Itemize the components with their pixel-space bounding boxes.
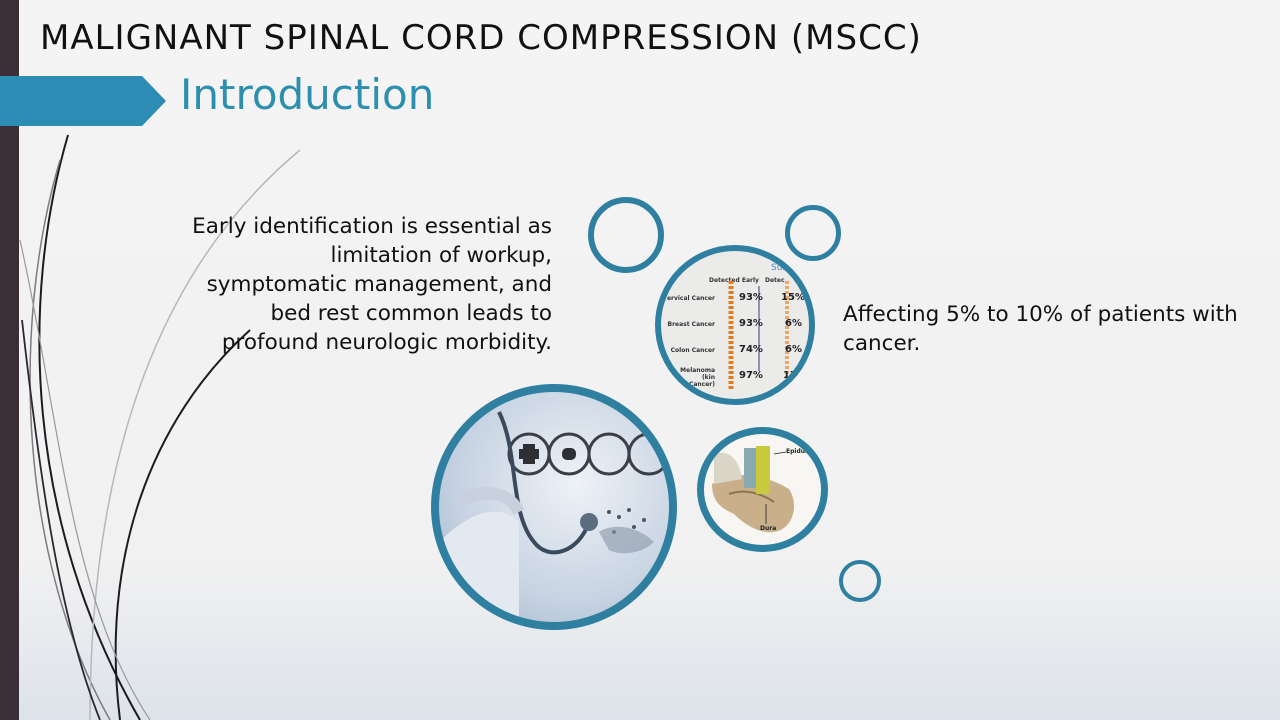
spine-label-epidural: Epidural sp xyxy=(786,448,825,455)
stats-row: Colon Cancer 74% 6% xyxy=(661,341,809,361)
stats-row-name: Melanoma (kin Cancer) xyxy=(680,367,715,388)
stats-row-name: Breast Cancer xyxy=(667,321,716,328)
section-arrow xyxy=(0,76,166,126)
spine-label-dura: Dura xyxy=(760,525,777,532)
stats-row-name: ervical Cancer xyxy=(666,295,715,302)
left-accent-bar xyxy=(0,0,19,720)
stats-row: Breast Cancer 93% 6% xyxy=(661,315,809,335)
slide-subtitle: Introduction xyxy=(180,70,435,119)
stats-row-late: 6% xyxy=(785,318,802,329)
survival-stats-image: Surviva Detected Early Detec ervical Can… xyxy=(655,245,815,405)
stats-row-early: 97% xyxy=(739,370,763,381)
slide-title: MALIGNANT SPINAL CORD COMPRESSION (MSCC) xyxy=(40,18,922,58)
stats-row: ervical Cancer 93% 15% xyxy=(661,289,809,309)
medical-technology-image xyxy=(431,384,677,630)
stats-row-early: 93% xyxy=(739,318,763,329)
stats-title: Surviva xyxy=(771,263,805,273)
spine-anatomy-image: Epidural sp Dura xyxy=(697,427,828,552)
decor-ring-small xyxy=(839,560,881,602)
stats-row: Melanoma (kin Cancer) 97% 17% xyxy=(661,365,809,388)
decor-ring-large xyxy=(588,197,664,273)
stats-row-late: 6% xyxy=(785,344,802,355)
decorative-curves xyxy=(19,134,301,720)
stats-row-name: Colon Cancer xyxy=(670,347,715,354)
left-text-block: Early identification is essential as lim… xyxy=(192,214,552,355)
right-text-block: Affecting 5% to 10% of patients with can… xyxy=(843,302,1238,356)
stats-col-early: Detected Early xyxy=(709,277,759,284)
stats-bars xyxy=(728,281,789,391)
stats-col-late: Detec xyxy=(765,277,785,284)
stats-row-early: 74% xyxy=(739,344,763,355)
decor-ring-medium xyxy=(785,205,841,261)
stats-row-late: 17% xyxy=(783,370,807,381)
stats-row-early: 93% xyxy=(739,292,763,303)
stats-row-late: 15% xyxy=(781,292,805,303)
